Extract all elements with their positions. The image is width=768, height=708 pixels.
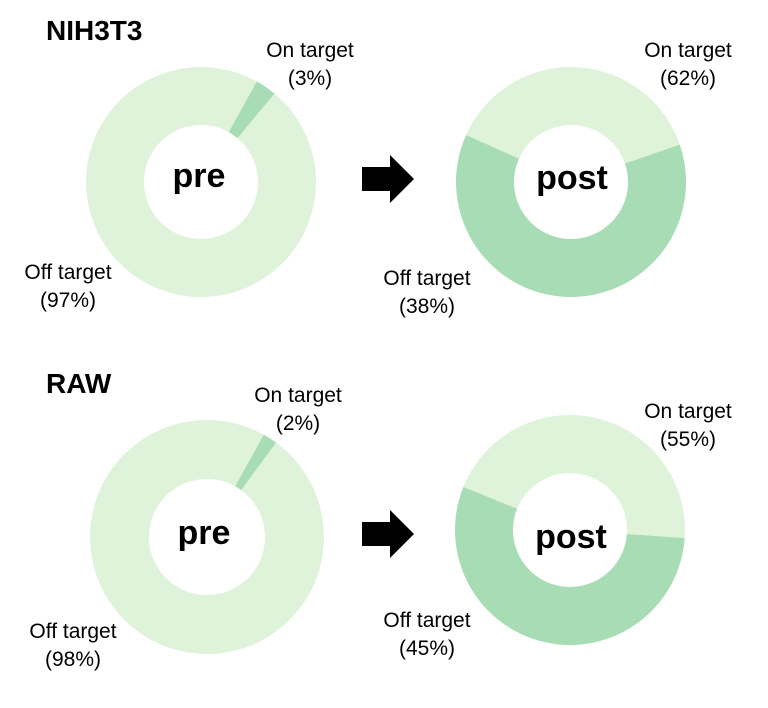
slice-name: Off target bbox=[383, 267, 471, 290]
donut-slice-on-target bbox=[455, 134, 686, 298]
slice-name: On target bbox=[266, 39, 354, 62]
slice-percent: (62%) bbox=[659, 67, 717, 90]
slice-label-nih3t3-pre-off: Off target (97%) bbox=[24, 259, 111, 315]
right-arrow-icon bbox=[362, 510, 414, 558]
center-label-nih3t3-post: post bbox=[536, 159, 608, 197]
group-title-nih3t3: NIH3T3 bbox=[46, 15, 143, 46]
donut-slice-off-target bbox=[466, 67, 680, 164]
slice-label-nih3t3-post-off: Off target (38%) bbox=[383, 265, 470, 321]
donut-slice-off-target bbox=[85, 66, 316, 297]
donut-slice-off-target bbox=[463, 415, 685, 539]
slice-name: On target bbox=[644, 39, 732, 62]
slice-percent: (98%) bbox=[44, 648, 102, 671]
slice-percent: (45%) bbox=[398, 637, 456, 660]
slice-label-raw-post-off: Off target (45%) bbox=[383, 607, 470, 663]
slice-name: Off target bbox=[29, 620, 117, 643]
slice-percent: (38%) bbox=[398, 295, 456, 318]
slice-percent: (55%) bbox=[659, 428, 717, 451]
donut-slice-on-target bbox=[228, 81, 275, 139]
right-arrow-icon bbox=[362, 155, 414, 203]
center-label-nih3t3-pre: pre bbox=[172, 157, 226, 195]
slice-name: Off target bbox=[383, 609, 471, 632]
slice-label-nih3t3-post-on: On target (62%) bbox=[644, 37, 732, 93]
slice-percent: (3%) bbox=[287, 67, 333, 90]
slice-label-nih3t3-pre-on: On target (3%) bbox=[266, 37, 354, 93]
group-title-raw: RAW bbox=[46, 368, 112, 399]
slice-percent: (97%) bbox=[39, 289, 97, 312]
donut-slice-off-target bbox=[90, 420, 325, 655]
slice-name: Off target bbox=[24, 261, 112, 284]
donut-slice-on-target bbox=[454, 486, 685, 646]
slice-label-raw-post-on: On target (55%) bbox=[644, 398, 732, 454]
slice-label-raw-pre-on: On target (2%) bbox=[254, 382, 342, 438]
slice-label-raw-pre-off: Off target (98%) bbox=[29, 618, 116, 674]
center-label-raw-pre: pre bbox=[177, 514, 231, 552]
slice-percent: (2%) bbox=[275, 412, 321, 435]
donut-slice-on-target bbox=[235, 434, 277, 491]
slice-name: On target bbox=[254, 384, 342, 407]
slice-name: On target bbox=[644, 400, 732, 423]
center-label-raw-post: post bbox=[535, 518, 607, 556]
